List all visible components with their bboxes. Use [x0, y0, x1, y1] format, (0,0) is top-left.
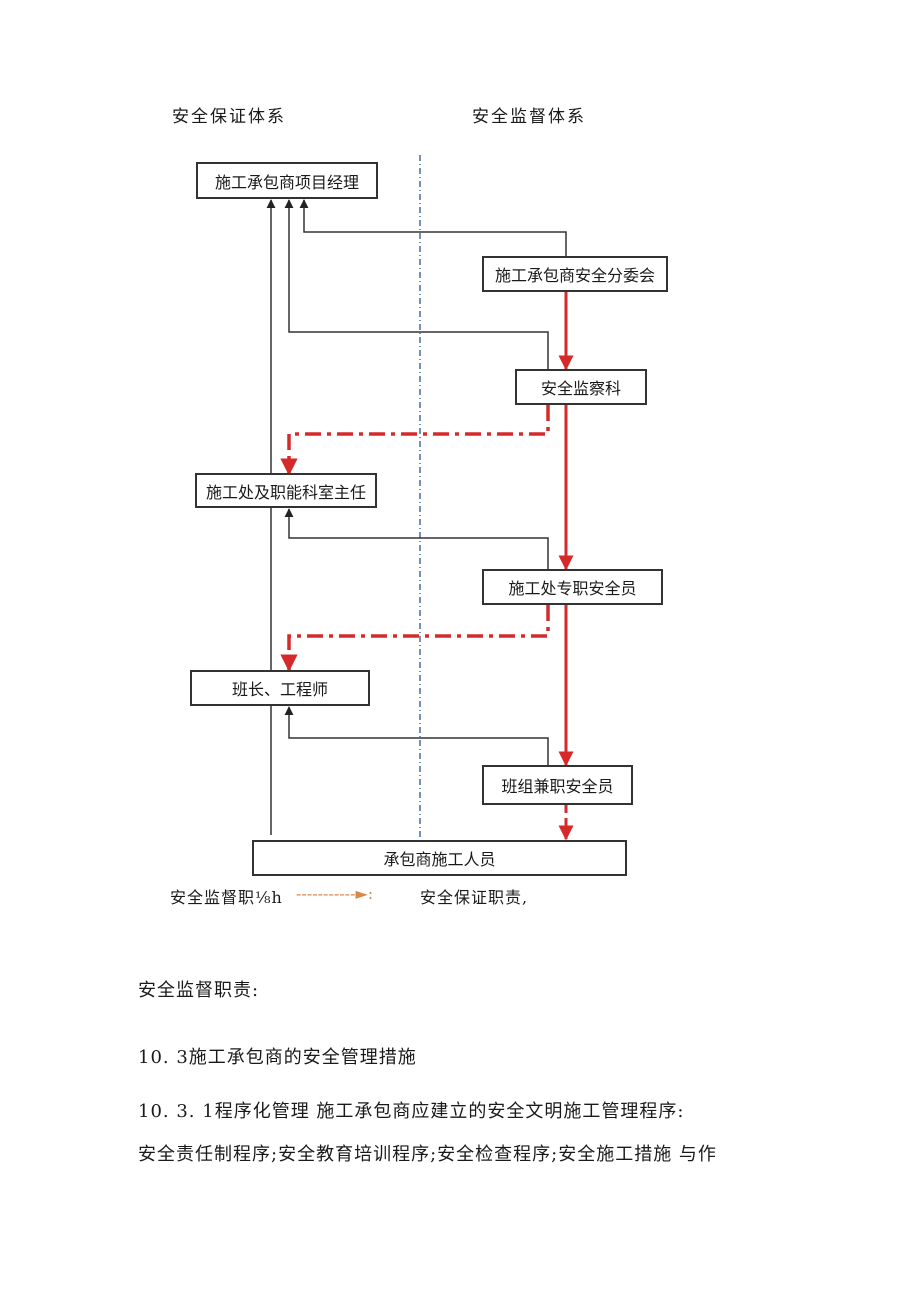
box-project-manager: 施工承包商项目经理 — [196, 162, 378, 199]
box-workers: 承包商施工人员 — [252, 840, 627, 876]
legend-arrow: -----------►: — [296, 884, 374, 903]
assurance-system-header: 安全保证体系 — [172, 107, 286, 127]
box-parttime-safety-officer: 班组兼职安全员 — [482, 765, 633, 805]
box-safety-supervision-dept: 安全监察科 — [515, 369, 647, 405]
box-team-leader: 班长、工程师 — [190, 670, 370, 706]
legend-supervision-label: 安全监督职⅛h — [170, 888, 283, 907]
assurance-line-fulltime-officer — [284, 508, 549, 570]
box-safety-subcommittee: 施工承包商安全分委会 — [482, 256, 668, 292]
box-fulltime-safety-officer: 施工处专职安全员 — [482, 569, 663, 605]
section-heading-10-3-1: 10. 3. 1程序化管理 施工承包商应建立的安全文明施工管理程序: — [138, 1101, 685, 1122]
section-heading-10-3: 10. 3施工承包商的安全管理措施 — [138, 1047, 417, 1068]
supervision-system-header: 安全监督体系 — [472, 107, 586, 127]
supervision-branch-division — [280, 405, 550, 476]
assurance-line-subcommittee — [299, 199, 567, 262]
box-division-chief: 施工处及职能科室主任 — [195, 473, 377, 508]
assurance-line-parttime-officer — [284, 706, 549, 766]
paragraph-supervision-duties: 安全监督职责: — [138, 980, 260, 1001]
legend-assurance-label: 安全保证职责, — [420, 888, 529, 907]
supervision-branch-team — [280, 605, 550, 672]
paragraph-procedures: 安全责任制程序;安全教育培训程序;安全检查程序;安全施工措施 与作 — [138, 1144, 717, 1165]
assurance-line-supervision-dept — [284, 199, 549, 370]
